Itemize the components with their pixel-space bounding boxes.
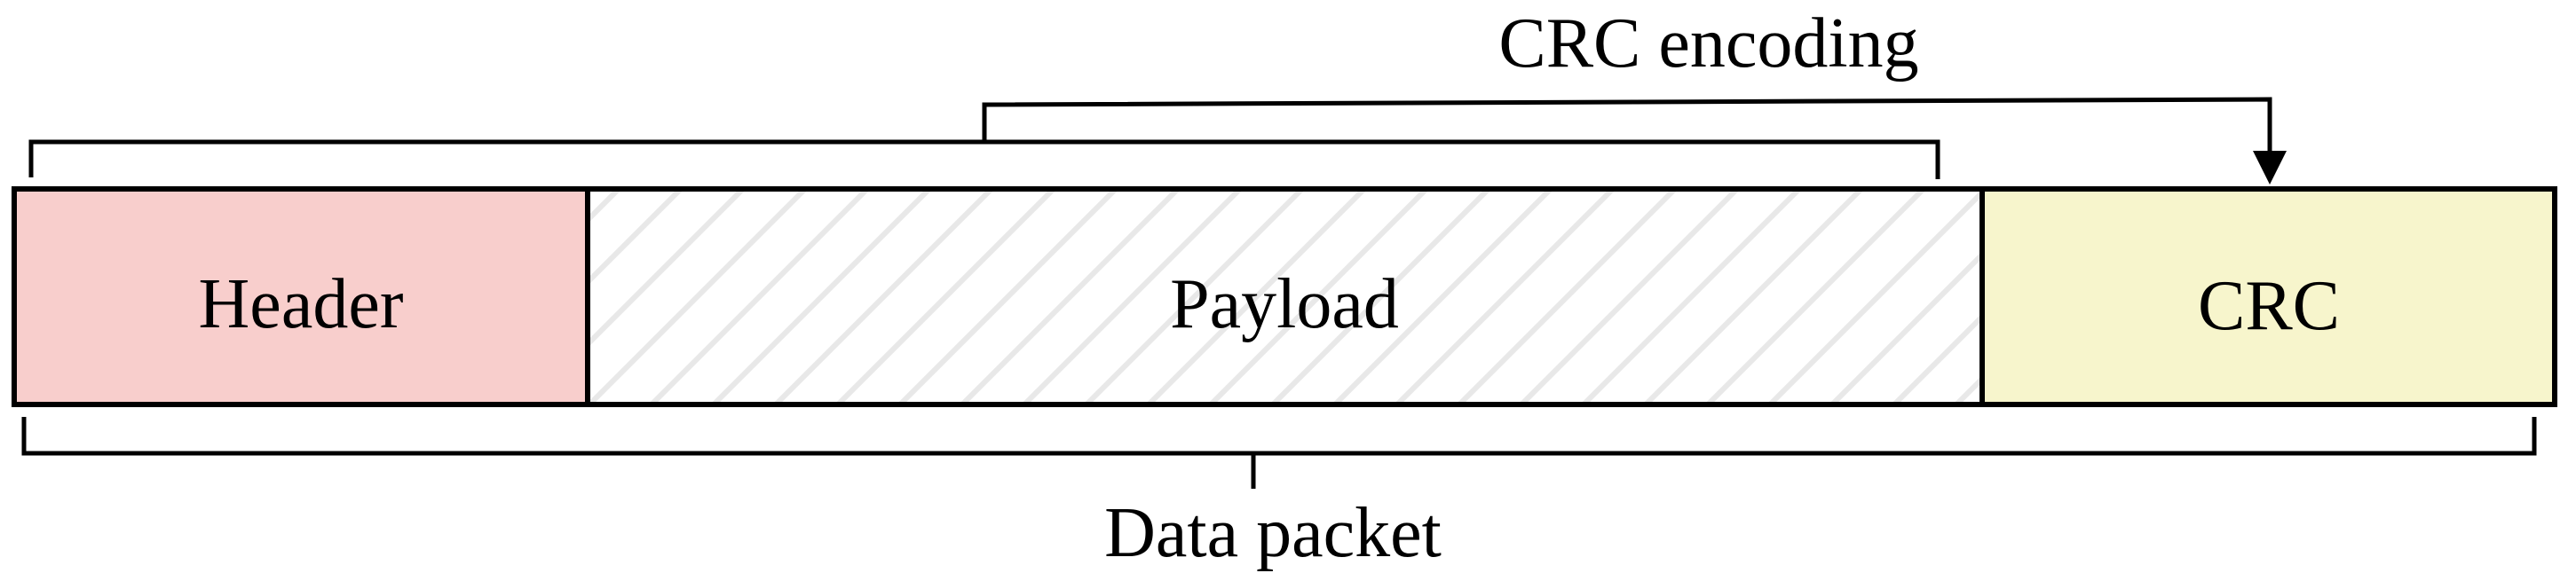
payload-segment xyxy=(585,186,1985,407)
crc-encoding-label: CRC encoding xyxy=(1498,4,1918,82)
arrow-head-icon xyxy=(2253,151,2287,185)
crc-encoding-arrow-line xyxy=(982,97,2272,158)
crc-label: CRC xyxy=(2198,267,2340,345)
header-label: Header xyxy=(199,265,404,343)
packet-box xyxy=(12,186,2557,407)
data-packet-bracket-line xyxy=(21,417,2537,456)
crc-segment xyxy=(1979,186,2557,407)
payload-label: Payload xyxy=(1170,265,1399,343)
crc-coverage-bracket xyxy=(28,139,1940,179)
data-packet-bracket xyxy=(21,417,2537,489)
header-segment xyxy=(12,186,590,407)
crc-encoding-arrow xyxy=(982,97,2287,185)
data-packet-label: Data packet xyxy=(1104,494,1442,572)
